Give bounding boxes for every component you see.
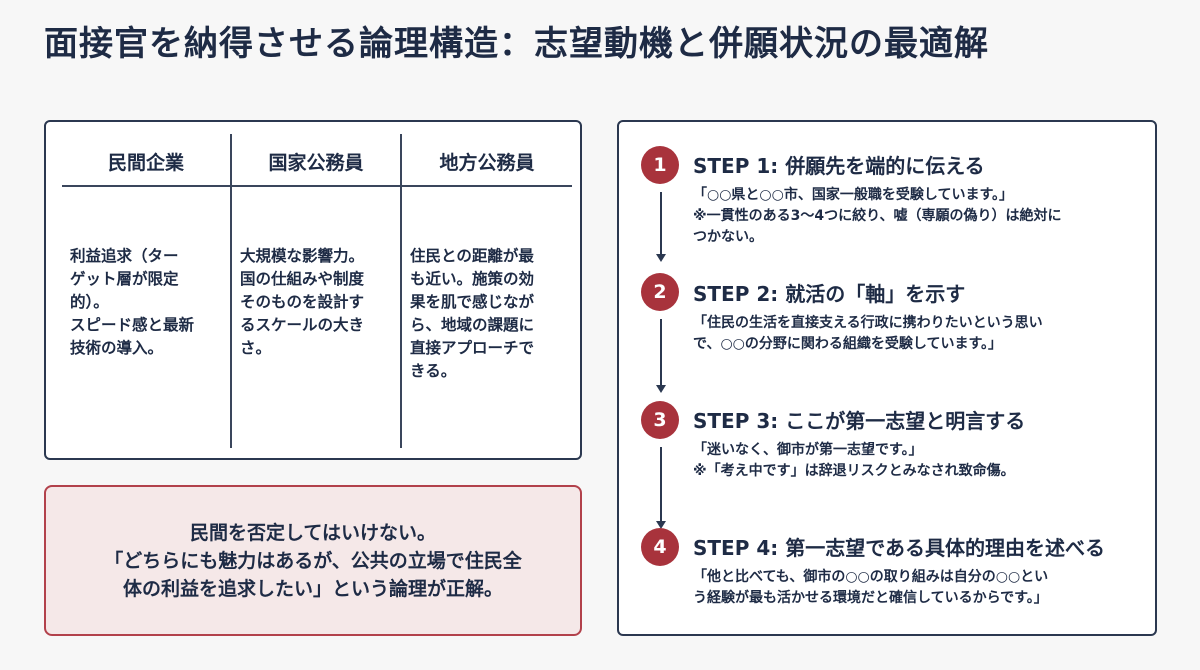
step-3-title: STEP 3: ここが第一志望と明言する	[693, 409, 1026, 433]
step-3-number-badge: 3	[641, 401, 679, 439]
step-2-title: STEP 2: 就活の「軸」を示す	[693, 282, 966, 306]
step-arrow-icon	[656, 192, 666, 262]
step-arrow-icon	[656, 319, 666, 393]
steps-panel: 1 STEP 1: 併願先を端的に伝える 「○○県と○○市、国家一般職を受験して…	[617, 120, 1157, 636]
step-4-title: STEP 4: 第一志望である具体的理由を述べる	[693, 536, 1106, 560]
column-header-local: 地方公務員	[439, 152, 535, 174]
page-title: 面接官を納得させる論理構造：志望動機と併願状況の最適解	[44, 24, 989, 64]
step-1-title: STEP 1: 併願先を端的に伝える	[693, 154, 985, 178]
comparison-table: 民間企業 国家公務員 地方公務員 利益追求（ター ゲット層が限定 的）。 スピー…	[44, 120, 582, 460]
column-header-national: 国家公務員	[268, 152, 364, 174]
step-3-description: 「迷いなく、御市が第一志望です。」 ※「考え中です」は辞退リスクとみなされ致命傷…	[693, 442, 1015, 479]
step-2-number-badge: 2	[641, 273, 679, 311]
column-divider	[400, 134, 402, 448]
step-arrow-icon	[656, 447, 666, 529]
column-header-private: 民間企業	[107, 152, 184, 174]
step-4-number-badge: 4	[641, 528, 679, 566]
column-divider	[230, 134, 232, 448]
step-4-description: 「他と比べても、御市の○○の取り組みは自分の○○とい う経験が最も活かせる環境だ…	[693, 569, 1049, 606]
step-1-number-badge: 1	[641, 146, 679, 184]
key-point-callout: 民間を否定してはいけない。 「どちらにも魅力はあるが、公共の立場で住民全 体の利…	[44, 485, 582, 636]
cell-private: 利益追求（ター ゲット層が限定 的）。 スピード感と最新 技術の導入。	[70, 247, 195, 357]
step-1-description: 「○○県と○○市、国家一般職を受験しています。」 ※一貫性のある3〜4つに絞り、…	[693, 187, 1062, 245]
key-point-text: 民間を否定してはいけない。 「どちらにも魅力はあるが、公共の立場で住民全 体の利…	[104, 521, 522, 600]
cell-local: 住民との距離が最 も近い。施策の効 果を肌で感じなが ら、地域の課題に 直接アプ…	[410, 247, 535, 380]
table-header-divider	[62, 185, 572, 187]
step-2-description: 「住民の生活を直接支える行政に携わりたいという思い で、○○の分野に関わる組織を…	[693, 315, 1043, 352]
cell-national: 大規模な影響力。 国の仕組みや制度 そのものを設計す るスケールの大き さ。	[240, 247, 365, 357]
